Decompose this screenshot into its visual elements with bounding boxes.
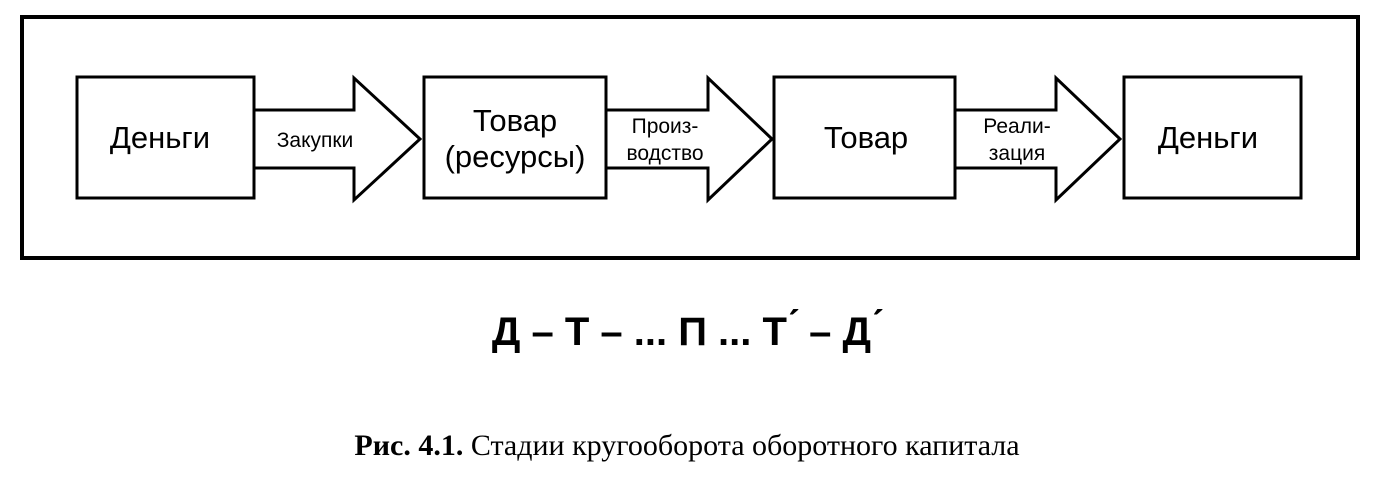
arrow-purchases-label: Закупки — [277, 129, 354, 152]
circuit-formula: Д – Т – ... П ... Т ́ – Д ́ — [492, 308, 883, 354]
box-money-end: Деньги — [1122, 75, 1303, 200]
arrow-production-line-2: водство — [626, 142, 703, 165]
box-money-end-label: Деньги — [1158, 120, 1258, 155]
figure-caption-text: Стадии кругооборота оборотного капитала — [463, 429, 1020, 462]
figure-caption: Рис. 4.1. Стадии кругооборота оборотного… — [0, 428, 1374, 464]
box-goods: Товар — [772, 75, 957, 200]
box-goods-resources: Товар (ресурсы) — [422, 75, 608, 200]
arrow-sales-line-2: зация — [989, 142, 1045, 165]
box-goods-label: Товар — [824, 120, 908, 155]
box-money-start: Деньги — [75, 75, 256, 200]
diagram-frame — [20, 15, 1360, 260]
arrow-production-line-1: Произ- — [632, 115, 699, 138]
box-money-start-label: Деньги — [110, 120, 210, 155]
arrow-production: Произ- водство — [604, 74, 775, 204]
box-goods-resources-line-1: Товар — [473, 103, 557, 138]
arrow-purchases: Закупки — [252, 74, 423, 204]
figure-number: Рис. 4.1. — [354, 429, 464, 462]
arrow-sales-line-1: Реали- — [983, 115, 1050, 138]
arrow-sales: Реали- зация — [953, 74, 1123, 204]
box-goods-resources-line-2: (ресурсы) — [445, 139, 586, 174]
